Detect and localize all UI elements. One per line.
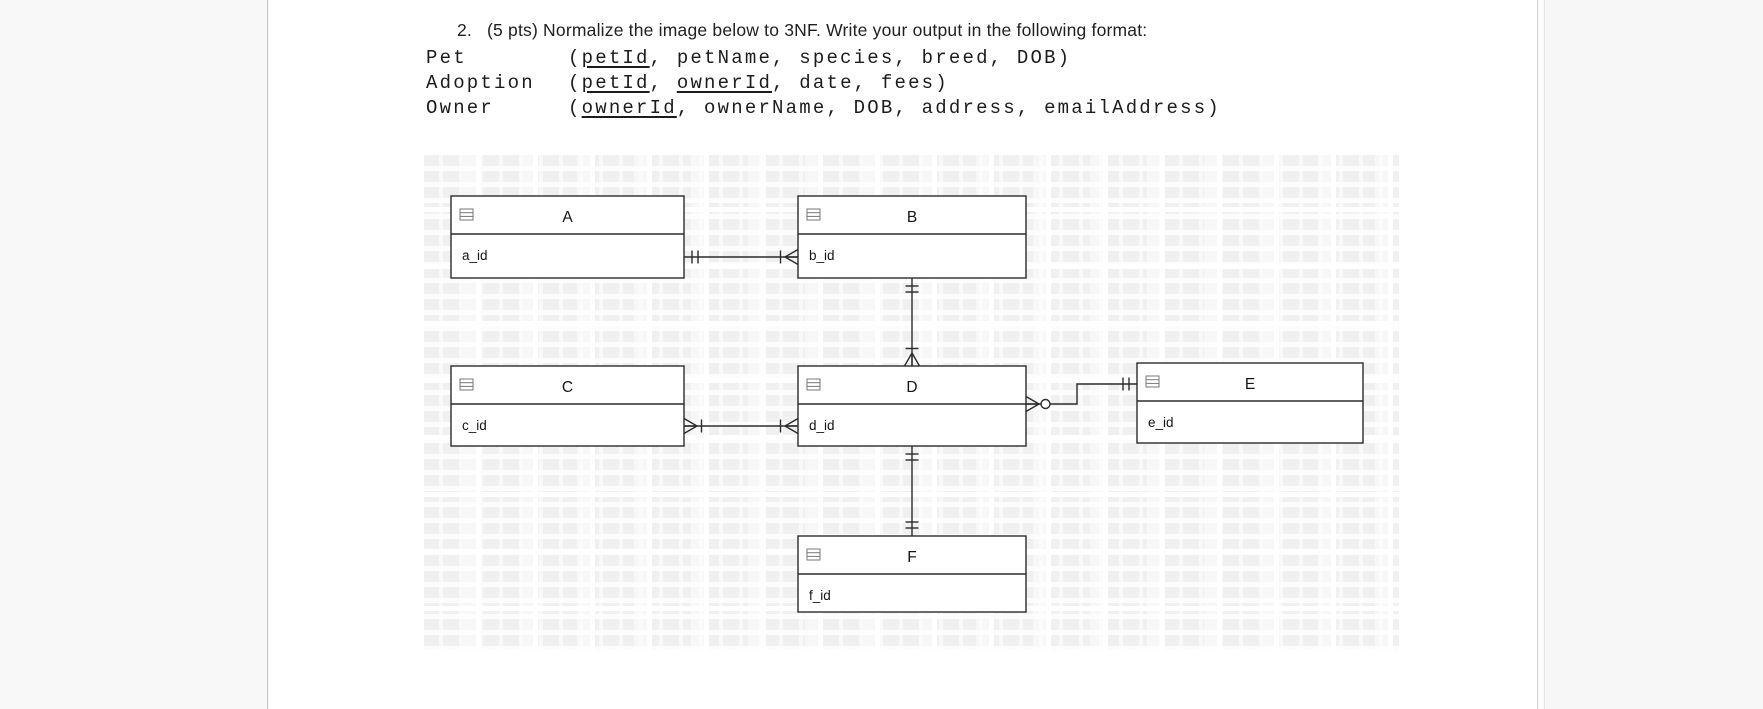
table-icon [806, 378, 821, 391]
entity-attribute: a_id [462, 248, 488, 263]
key-attribute: petId [581, 47, 650, 69]
entity-a: Aa_id [450, 195, 685, 279]
cardinality-one-or-many-icon b-d-end [903, 347, 921, 367]
crow-foot [1025, 395, 1040, 405]
page-edge-shadow [1539, 0, 1545, 709]
table-icon-frame [806, 378, 821, 391]
connector-c-d [683, 417, 799, 435]
entity-box [450, 195, 685, 279]
entity-c: Cc_id [450, 365, 685, 447]
entity-label: A [562, 209, 573, 226]
attribute-text: , date, fees) [772, 72, 949, 94]
crow-foot [683, 417, 698, 427]
entity-box [797, 365, 1027, 447]
connector-a-b [684, 248, 799, 266]
entity-attribute: e_id [1148, 415, 1174, 430]
entity-attribute: f_id [809, 588, 831, 603]
entity-f: Ff_id [797, 535, 1027, 613]
attribute-text: , [649, 72, 677, 94]
entity-attribute: c_id [462, 418, 487, 433]
cardinality-one-or-many-icon c-d-end [779, 417, 799, 435]
entity-box [450, 365, 685, 447]
key-attribute: ownerId [581, 97, 677, 119]
entity-label: C [562, 379, 573, 396]
table-icon [1145, 375, 1160, 388]
cardinality-exactly-one-icon d-e-end [1122, 377, 1130, 391]
left-margin-gutter [0, 0, 268, 709]
crow-foot [784, 417, 799, 427]
question-number: 2. [457, 20, 472, 40]
attribute-text: , petName, species, breed, DOB) [649, 47, 1072, 69]
connector-d-f [905, 446, 919, 536]
document-page: 2. (5 pts) Normalize the image below to 3… [269, 0, 1538, 709]
relation-name: Pet [426, 47, 467, 69]
cardinality-one-or-many-icon a-b-end [779, 248, 799, 266]
cardinality-exactly-one-icon a-b-start [691, 250, 699, 264]
connector-d-e [1025, 377, 1137, 413]
crow-foot [903, 352, 913, 367]
entity-label: F [907, 549, 916, 566]
attribute-text: ( [568, 47, 582, 69]
cardinality-zero-or-many-icon d-e-start [1025, 395, 1051, 413]
crow-foot [784, 248, 799, 258]
entity-box [1136, 362, 1364, 444]
question-heading: 2. (5 pts) Normalize the image below to 3… [457, 20, 1147, 41]
attribute-text: ( [568, 72, 582, 94]
cardinality-one-or-many-icon c-d-start [683, 417, 703, 435]
entity-attribute: d_id [809, 418, 835, 433]
relationship-line [1026, 383, 1137, 405]
attribute-text: , ownerName, DOB, address, emailAddress) [676, 97, 1221, 119]
relation-name: Adoption [426, 72, 535, 94]
entity-label: B [907, 209, 917, 226]
table-icon [459, 208, 474, 221]
crow-foot [784, 256, 799, 266]
table-icon-frame [459, 208, 474, 221]
entity-e: Ee_id [1136, 362, 1364, 444]
cardinality-exactly-one-icon b-d-start [905, 285, 919, 293]
entity-attribute: b_id [809, 248, 835, 263]
question-text: (5 pts) Normalize the image below to 3NF… [487, 20, 1148, 40]
table-icon [806, 208, 821, 221]
table-icon [806, 548, 821, 561]
schema-line-pet: Pet (petId, petName, species, breed, DOB) [426, 46, 1221, 71]
attribute-text: ( [568, 97, 582, 119]
crow-foot [784, 425, 799, 435]
table-icon-frame [1145, 375, 1160, 388]
table-icon-frame [806, 548, 821, 561]
connector-b-d [903, 278, 921, 367]
schema-listing: Pet(petId, petName, species, breed, DOB)… [426, 46, 1221, 121]
zero-circle [1040, 398, 1051, 410]
entity-label: E [1245, 376, 1255, 393]
crow-foot [911, 352, 921, 367]
key-attribute: petId [581, 72, 650, 94]
entity-label: D [906, 379, 917, 396]
table-icon-frame [806, 208, 821, 221]
key-attribute: ownerId [676, 72, 773, 94]
entity-b: Bb_id [797, 195, 1027, 279]
schema-line-adoption: Adoption (petId, ownerId, date, fees) [426, 71, 1221, 96]
table-icon [459, 378, 474, 391]
cardinality-exactly-one-icon d-f-start [905, 453, 919, 461]
cardinality-exactly-one-icon d-f-end [905, 521, 919, 529]
entity-d: Dd_id [797, 365, 1027, 447]
schema-line-owner: Owner (ownerId, ownerName, DOB, address, … [426, 96, 1221, 121]
entity-box [797, 195, 1027, 279]
crow-foot [683, 425, 698, 435]
table-icon-frame [459, 378, 474, 391]
relation-name: Owner [426, 97, 495, 119]
crow-foot [1025, 403, 1040, 413]
